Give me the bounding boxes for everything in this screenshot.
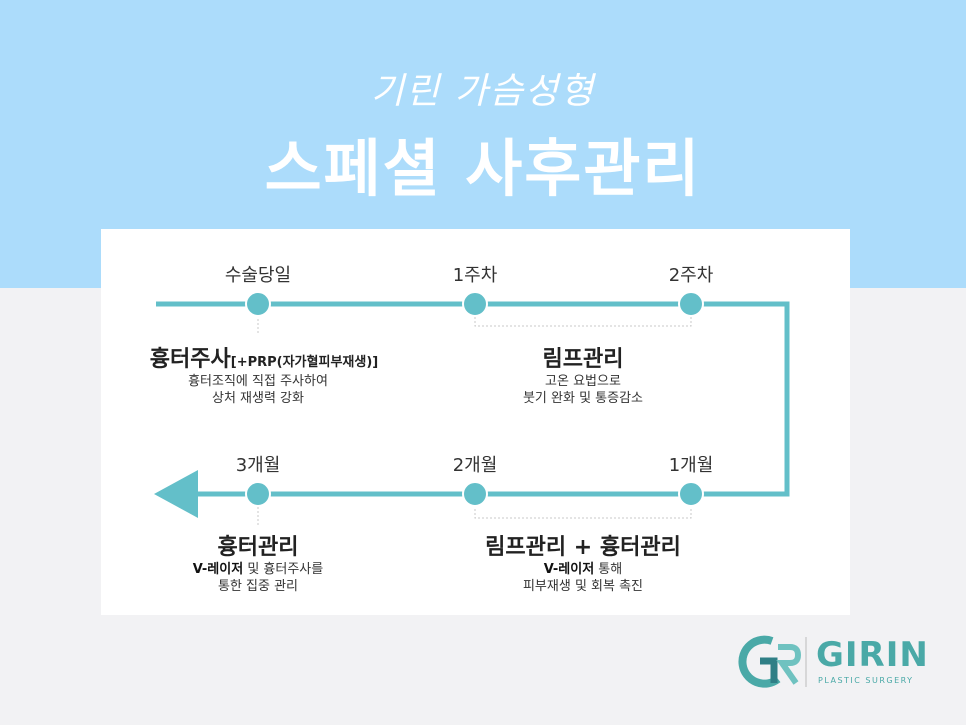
desc-line: 통한 집중 관리 bbox=[217, 579, 299, 594]
desc-rest: 통해 bbox=[594, 562, 623, 577]
logo-name: GIRIN bbox=[816, 635, 929, 675]
timeline-node-month-2 bbox=[462, 481, 488, 507]
desc-line: 흉터조직에 직접 주사하여 bbox=[188, 374, 328, 389]
section-scar-care-desc: V-레이저 및 흉터주사를 통한 집중 관리 bbox=[193, 561, 323, 595]
label-month-1: 1개월 bbox=[668, 455, 714, 476]
clinic-logo: GIRIN PLASTIC SURGERY bbox=[738, 633, 938, 691]
section-scar-injection-desc: 흉터조직에 직접 주사하여 상처 재생력 강화 bbox=[188, 373, 328, 407]
logo-tagline: PLASTIC SURGERY bbox=[818, 676, 914, 685]
section-lymph-heading: 림프관리 bbox=[542, 347, 624, 372]
bracket-month bbox=[474, 505, 692, 519]
bracket-week bbox=[474, 313, 692, 327]
scar-injection-title: 흉터주사 bbox=[149, 347, 231, 372]
desc-bold: V-레이저 bbox=[192, 562, 244, 577]
desc-line: V-레이저 통해 bbox=[523, 561, 643, 578]
scar-injection-suffix: [+PRP(자가혈피부재생)] bbox=[230, 355, 379, 370]
section-scar-care-heading: 흉터관리 bbox=[217, 535, 299, 560]
timeline-node-week-1 bbox=[462, 291, 488, 317]
timeline-node-week-2 bbox=[678, 291, 704, 317]
timeline-node-month-1 bbox=[678, 481, 704, 507]
section-lymph-scar-desc: V-레이저 통해 피부재생 및 회복 촉진 bbox=[523, 561, 643, 595]
desc-rest: 및 흉터주사를 bbox=[243, 562, 324, 577]
timeline-arrow-head bbox=[154, 470, 198, 518]
label-week-2: 2주차 bbox=[668, 265, 714, 286]
timeline-node-month-3 bbox=[245, 481, 271, 507]
desc-line: V-레이저 및 흉터주사를 bbox=[193, 561, 323, 578]
section-lymph-scar-heading: 림프관리 + 흉터관리 bbox=[485, 535, 681, 560]
desc-line: 붓기 완화 및 통증감소 bbox=[522, 391, 644, 406]
desc-line: 상처 재생력 강화 bbox=[211, 391, 304, 406]
page-subtitle: 기린 가슴성형 bbox=[370, 71, 596, 112]
section-lymph-desc: 고온 요법으로 붓기 완화 및 통증감소 bbox=[523, 373, 643, 407]
desc-line: 피부재생 및 회복 촉진 bbox=[522, 579, 644, 594]
label-surgery-day: 수술당일 bbox=[224, 265, 292, 286]
page-title: 스페셜 사후관리 bbox=[264, 132, 702, 205]
desc-bold: V-레이저 bbox=[543, 562, 595, 577]
label-week-1: 1주차 bbox=[452, 265, 498, 286]
timeline-graphic bbox=[154, 291, 790, 527]
desc-line: 고온 요법으로 bbox=[545, 374, 621, 389]
timeline-card: 수술당일 1주차 2주차 흉터주사[+PRP(자가혈피부재생)] 흉터조직에 직… bbox=[101, 229, 850, 615]
logo-mark bbox=[738, 635, 807, 688]
timeline-node-surgery-day bbox=[245, 291, 271, 317]
section-scar-injection-heading: 흉터주사[+PRP(자가혈피부재생)] bbox=[150, 341, 378, 373]
label-month-3: 3개월 bbox=[235, 455, 281, 476]
label-month-2: 2개월 bbox=[452, 455, 498, 476]
